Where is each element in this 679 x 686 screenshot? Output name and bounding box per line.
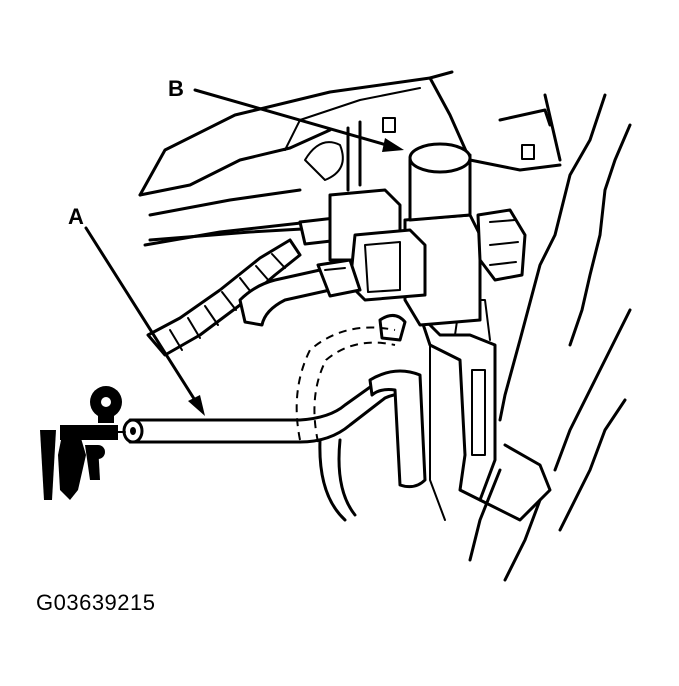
callout-label-a: A — [68, 204, 84, 229]
vacuum-line-upper — [148, 226, 322, 242]
callout-arrow-b — [193, 88, 404, 152]
vacuum-pump-gauge — [40, 386, 126, 500]
frame-rail-right — [468, 93, 632, 582]
callout-label-b: B — [168, 76, 184, 101]
mounting-bracket — [418, 299, 497, 521]
solenoid-valve — [316, 142, 527, 342]
callout-arrow-a — [84, 226, 205, 416]
vacuum-hose — [122, 326, 427, 522]
wire-harness — [146, 238, 332, 357]
figure-id-caption: G03639215 — [36, 590, 156, 615]
